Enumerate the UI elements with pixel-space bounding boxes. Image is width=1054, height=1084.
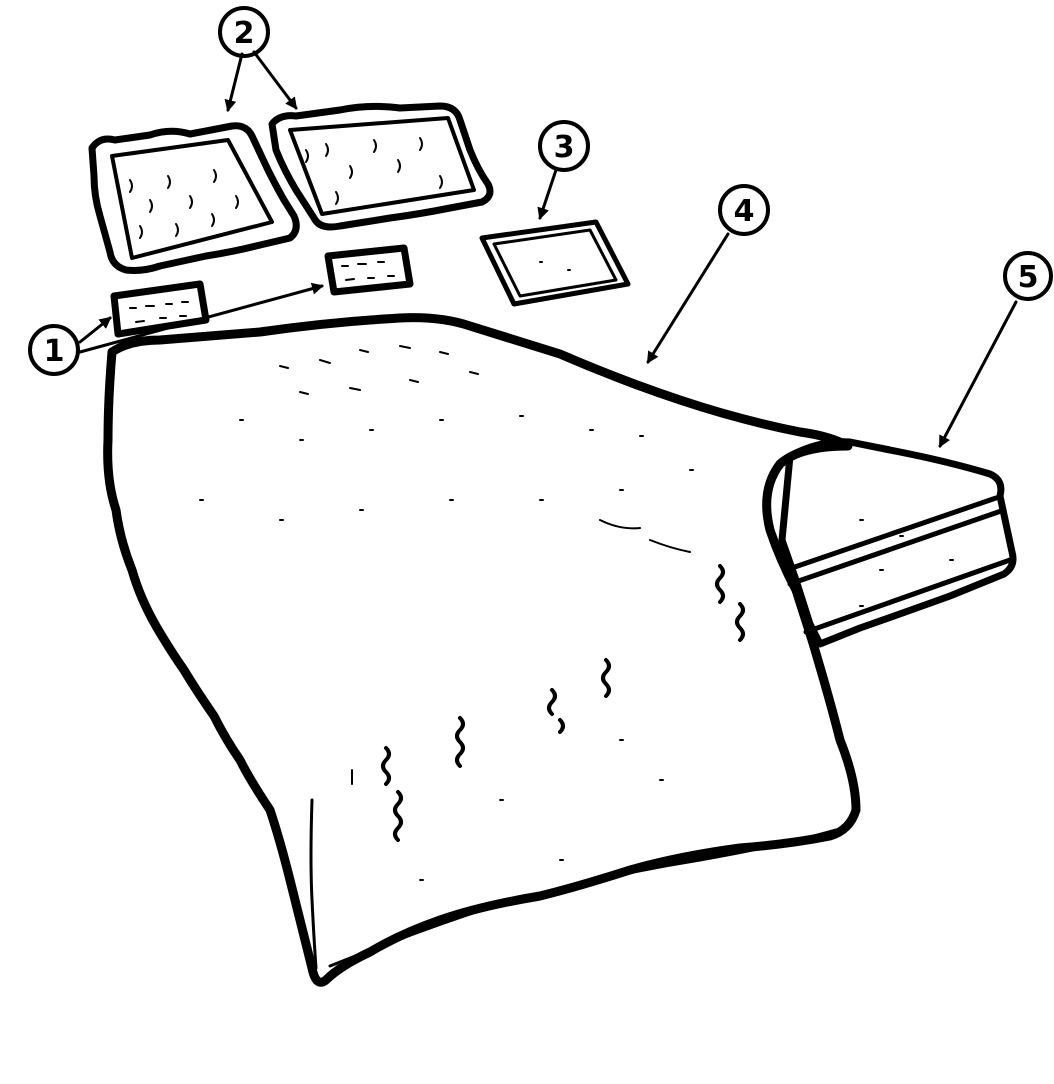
callout-1-label: 1 [44, 334, 65, 369]
callout-2: 2 [220, 8, 268, 56]
callout-4-label: 4 [734, 194, 755, 229]
pillow-left [92, 126, 296, 271]
callout-3-label: 3 [554, 130, 575, 165]
mattress [782, 442, 1013, 644]
callout-2-label: 2 [234, 16, 255, 51]
callout-5-label: 5 [1018, 260, 1039, 295]
tag-right [328, 248, 410, 292]
pillow-right [272, 106, 490, 227]
callout-5: 5 [1005, 253, 1051, 299]
leader-lines [80, 52, 1016, 446]
tag-left [114, 284, 206, 334]
callout-1: 1 [30, 326, 78, 374]
callout-4: 4 [720, 186, 768, 234]
pillowcase [482, 222, 628, 304]
blanket [108, 318, 856, 983]
callout-3: 3 [540, 122, 588, 170]
